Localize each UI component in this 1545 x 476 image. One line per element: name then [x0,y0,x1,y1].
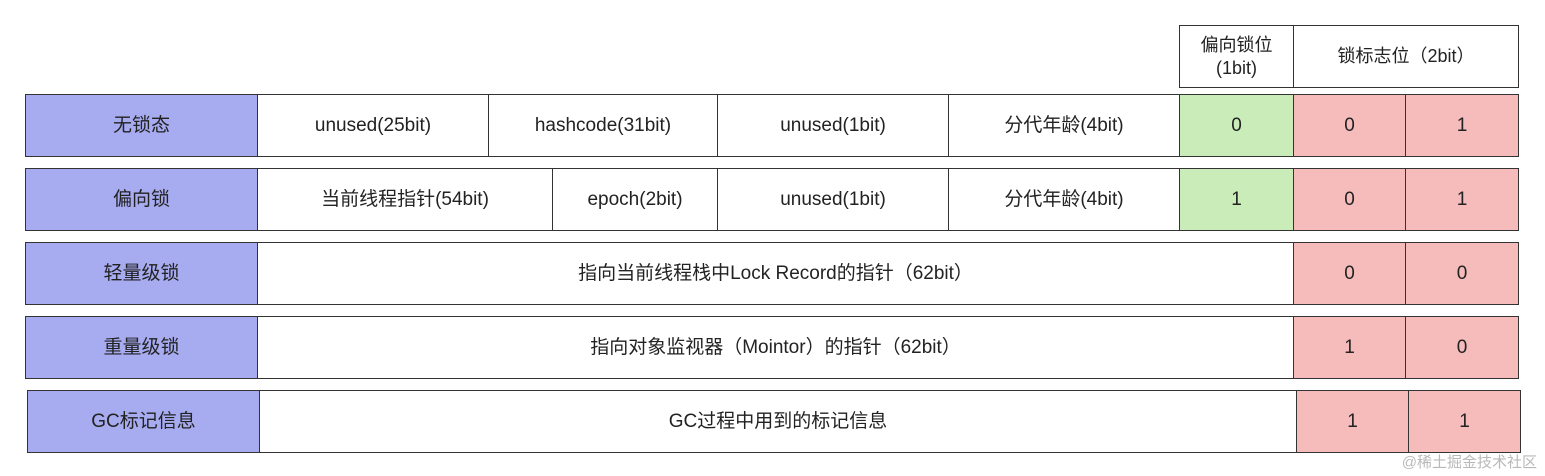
field-monitor-pointer: 指向对象监视器（Mointor）的指针（62bit） [257,316,1294,379]
lock-flag-bit-1: 1 [1296,390,1409,453]
lock-flag-bit-2: 0 [1405,316,1519,379]
field-gc-age: 分代年龄(4bit) [948,168,1180,231]
field-gc-mark-info: GC过程中用到的标记信息 [259,390,1297,453]
header-biased-bit: 偏向锁位 (1bit) [1179,25,1294,88]
lock-flag-bit-2: 1 [1405,94,1519,157]
row-label-heavyweight: 重量级锁 [25,316,258,379]
biased-bit-value: 1 [1179,168,1294,231]
field-epoch: epoch(2bit) [552,168,718,231]
lock-flag-bit-1: 0 [1293,94,1406,157]
lock-flag-bit-1: 0 [1293,168,1406,231]
lock-flag-bit-1: 0 [1293,242,1406,305]
field-unused-1bit: unused(1bit) [717,94,949,157]
row-label-lightweight: 轻量级锁 [25,242,258,305]
row-label-unlocked: 无锁态 [25,94,258,157]
field-lock-record-pointer: 指向当前线程栈中Lock Record的指针（62bit） [257,242,1294,305]
row-label-biased: 偏向锁 [25,168,258,231]
field-unused-25bit: unused(25bit) [257,94,489,157]
field-unused-1bit: unused(1bit) [717,168,949,231]
row-label-gc: GC标记信息 [27,390,260,453]
lock-flag-bit-2: 0 [1405,242,1519,305]
lock-flag-bit-1: 1 [1293,316,1406,379]
field-hashcode: hashcode(31bit) [488,94,718,157]
header-lock-flag-bits: 锁标志位（2bit） [1293,25,1519,88]
lock-flag-bit-2: 1 [1405,168,1519,231]
field-gc-age: 分代年龄(4bit) [948,94,1180,157]
lock-flag-bit-2: 1 [1408,390,1521,453]
watermark: @稀土掘金技术社区 [1401,454,1537,471]
biased-bit-value: 0 [1179,94,1294,157]
field-thread-pointer: 当前线程指针(54bit) [257,168,553,231]
